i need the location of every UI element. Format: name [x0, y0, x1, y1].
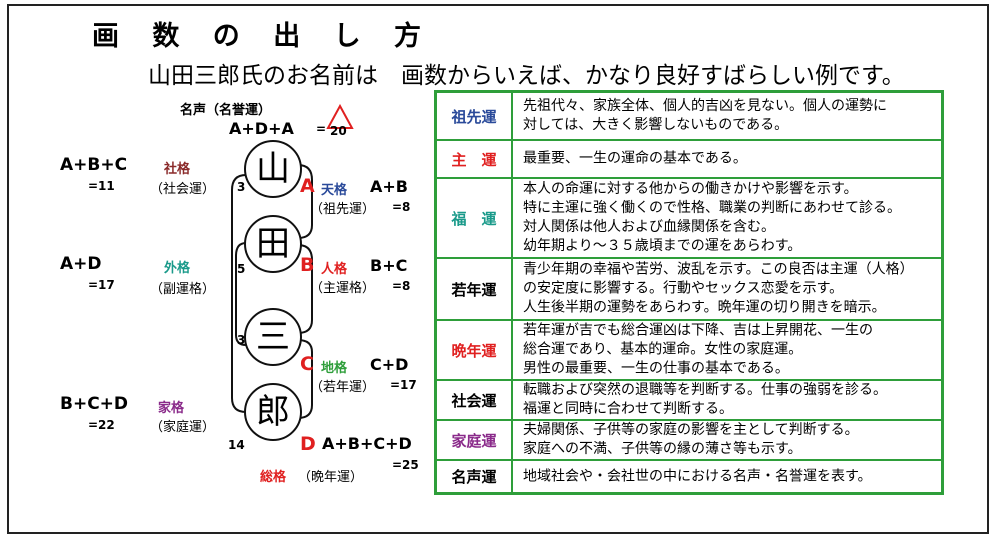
row-label: 社会運: [437, 381, 513, 419]
diagram-frame: [7, 4, 989, 534]
bracket-lines: [231, 164, 313, 419]
stroke-count-a: 3: [237, 180, 246, 194]
name-char-circle-2: 田: [244, 215, 302, 273]
desc-line: 地域社会や・会社世の中における名声・名誉運を表す。: [523, 468, 872, 484]
desc-line: 最重要、一生の運命の基本である。: [523, 150, 747, 167]
tenkaku-value: =8: [392, 200, 411, 214]
warning-triangle-icon: [326, 104, 354, 129]
desc-line: 本人の命運に対する他からの働きかけや影響を示す。: [523, 181, 858, 197]
row-desc: 転職および突然の退職等を判断する。仕事の強弱を診る。 福運と同時に合わせて判断す…: [523, 381, 935, 419]
subtitle: 山田三郎氏のお名前は 画数からいえば、かなり良好すばらしい例です。: [148, 63, 905, 89]
row-label: 晩年運: [437, 321, 513, 379]
desc-line: 男性の最重要、一生の仕事の基本である。: [523, 360, 789, 377]
table-row: 若年運 青少年期の幸福や苦労、波乱を示す。この良否は主運（人格） の安定度に影響…: [437, 259, 941, 321]
jinkaku-sub: （主運格）: [310, 281, 376, 296]
row-desc: 若年運が吉でも総合運凶は下降、吉は上昇開花、一生の 総合運であり、基本的運命。女…: [523, 322, 935, 379]
name-char-3: 三: [256, 317, 290, 357]
page-title: 画 数 の 出 し 方: [92, 21, 433, 52]
desc-line: 福運と同時に合わせて判断する。: [523, 401, 733, 417]
row-label: 若年運: [437, 259, 513, 319]
name-char-circle-3: 三: [244, 308, 302, 366]
gaikaku-sub: （副運格）: [150, 282, 216, 297]
row-desc: 地域社会や・会社世の中における名声・名誉運を表す。: [523, 467, 935, 486]
name-char-1: 山: [256, 149, 290, 189]
table-row: 社会運 転職および突然の退職等を判断する。仕事の強弱を診る。 福運と同時に合わせ…: [437, 381, 941, 421]
gaikaku-name: 外格: [164, 261, 191, 276]
fortune-table: 祖先運 先祖代々、家族全体、個人的吉凶を見ない。個人の運勢に 対しては、大きく影…: [434, 90, 944, 495]
desc-line: 青少年期の幸福や苦労、波乱を示す。この良否は主運（人格）: [523, 261, 914, 278]
desc-line: 幼年期より～３５歳頃までの運をあらわす。: [523, 238, 802, 254]
letter-a: A: [300, 175, 315, 197]
table-row: 福 運 本人の命運に対する他からの働きかけや影響を示す。 特に主運に強く働くので…: [437, 179, 941, 259]
kakaku-name: 家格: [158, 401, 185, 416]
desc-line: 夫婦関係、子供等の家庭の影響を主として判断する。: [523, 422, 859, 438]
stroke-count-d: 14: [228, 438, 245, 452]
desc-line: 転職および突然の退職等を判断する。仕事の強弱を診る。: [523, 382, 887, 398]
row-label: 福 運: [437, 179, 513, 257]
row-label: 祖先運: [437, 93, 513, 139]
table-row: 家庭運 夫婦関係、子供等の家庭の影響を主として判断する。 家庭への不満、子供等の…: [437, 421, 941, 461]
table-row: 祖先運 先祖代々、家族全体、個人的吉凶を見ない。個人の運勢に 対しては、大きく影…: [437, 93, 941, 141]
desc-line: 対人関係は他人および血縁関係を含む。: [523, 219, 775, 235]
name-char-circle-4: 郎: [244, 383, 302, 441]
desc-line: の安定度に影響する。行動やセックス恋愛を示す。: [523, 280, 844, 297]
shakaku-name: 社格: [164, 162, 191, 177]
desc-line: 対しては、大きく影響しないものである。: [523, 117, 789, 133]
letter-d: D: [300, 433, 316, 455]
shakaku-formula: A+B+C: [60, 155, 128, 175]
row-desc: 夫婦関係、子供等の家庭の影響を主として判断する。 家庭への不満、子供等の縁の薄さ…: [523, 421, 935, 459]
tenkaku-sub: （祖先運）: [310, 202, 376, 217]
shakaku-value: =11: [88, 179, 115, 193]
name-char-circle-1: 山: [244, 140, 302, 198]
desc-line: 特に主運に強く働くので性格、職業の判断にあわせて診る。: [523, 200, 901, 216]
kakaku-value: =22: [88, 418, 115, 432]
table-row: 晩年運 若年運が吉でも総合運凶は下降、吉は上昇開花、一生の 総合運であり、基本的…: [437, 321, 941, 381]
row-desc: 青少年期の幸福や苦労、波乱を示す。この良否は主運（人格） の安定度に影響する。行…: [523, 261, 935, 318]
row-label: 家庭運: [437, 421, 513, 459]
letter-c: C: [300, 353, 314, 375]
meisei-value: 20: [330, 124, 347, 138]
soukaku-sub: （晩年運）: [298, 470, 364, 485]
desc-line: 先祖代々、家族全体、個人的吉凶を見ない。個人の運勢に: [523, 98, 887, 114]
row-label: 名声運: [437, 461, 513, 492]
jinkaku-value: =8: [392, 279, 411, 293]
chikaku-value: =17: [390, 378, 417, 392]
table-row: 名声運 地域社会や・会社世の中における名声・名誉運を表す。: [437, 461, 941, 492]
desc-line: 人生後半期の運勢をあらわす。晩年運の切り開きを暗示。: [523, 299, 886, 316]
desc-line: 若年運が吉でも総合運凶は下降、吉は上昇開花、一生の: [523, 322, 873, 339]
kakaku-sub: （家庭運）: [150, 420, 216, 435]
stroke-count-c: 3: [237, 333, 246, 347]
soukaku-value: =25: [392, 458, 419, 472]
row-label: 主 運: [437, 141, 513, 177]
meisei-eq: =: [316, 122, 327, 136]
letter-b: B: [300, 254, 315, 276]
shakaku-sub: （社会運）: [150, 182, 216, 197]
soukaku-name: 総格: [260, 470, 287, 485]
stroke-count-b: 5: [237, 262, 246, 276]
gaikaku-value: =17: [88, 278, 115, 292]
chikaku-formula: C+D: [370, 355, 409, 374]
meisei-formula: A+D+A: [229, 119, 294, 138]
table-row: 主 運 最重要、一生の運命の基本である。: [437, 141, 941, 179]
tenkaku-formula: A+B: [370, 177, 408, 196]
row-desc: 本人の命運に対する他からの働きかけや影響を示す。 特に主運に強く働くので性格、職…: [523, 180, 935, 256]
tenkaku-name: 天格: [321, 183, 348, 198]
desc-line: 家庭への不満、子供等の縁の薄さ等も示す。: [523, 441, 802, 457]
name-char-2: 田: [256, 224, 290, 264]
meisei-label: 名声（名誉運）: [180, 103, 272, 118]
chikaku-sub: （若年運）: [310, 380, 376, 395]
gaikaku-formula: A+D: [60, 254, 102, 274]
soukaku-formula: A+B+C+D: [322, 434, 412, 453]
desc-line: 総合運であり、基本的運命。女性の家庭運。: [523, 341, 803, 358]
chikaku-name: 地格: [321, 361, 348, 376]
name-char-4: 郎: [256, 392, 290, 432]
row-desc: 最重要、一生の運命の基本である。: [523, 150, 935, 169]
kakaku-formula: B+C+D: [60, 394, 129, 414]
row-desc: 先祖代々、家族全体、個人的吉凶を見ない。個人の運勢に 対しては、大きく影響しない…: [523, 97, 935, 135]
jinkaku-name: 人格: [321, 262, 348, 277]
jinkaku-formula: B+C: [370, 256, 408, 275]
